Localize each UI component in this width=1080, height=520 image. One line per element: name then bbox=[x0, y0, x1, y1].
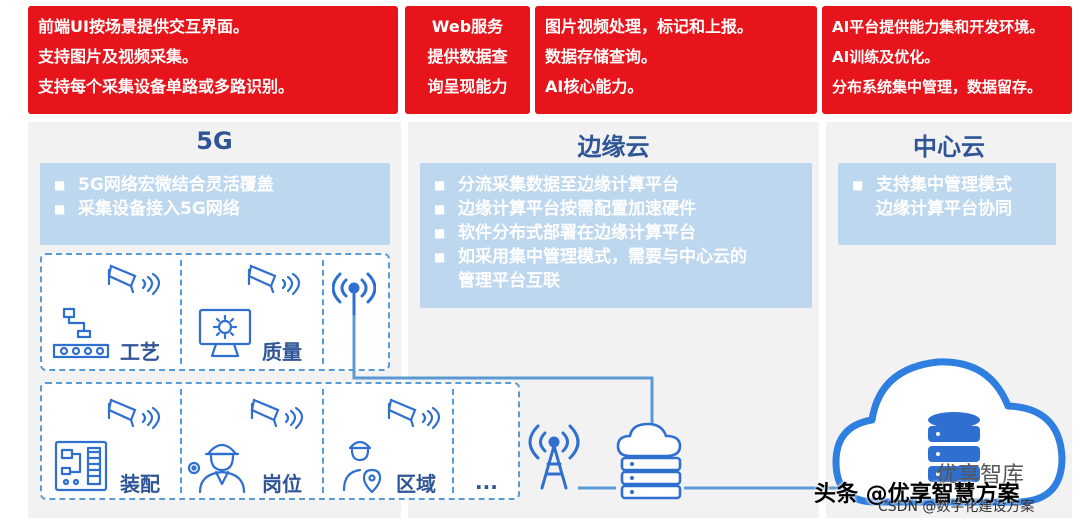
bullet-text: 分流采集数据至边缘计算平台 bbox=[458, 175, 679, 195]
camera-icon bbox=[107, 264, 161, 296]
camera-icon bbox=[247, 264, 301, 296]
top-box-web-line: 提供数据查 bbox=[427, 47, 508, 66]
panel-center-title: 中心云 bbox=[913, 133, 985, 161]
scene-label-craft: 工艺 bbox=[120, 340, 160, 364]
bullet-item: ■软件分布式部署在边缘计算平台 bbox=[434, 223, 696, 243]
scene-divider bbox=[180, 389, 182, 493]
panel-edge-title: 边缘云 bbox=[577, 133, 650, 161]
bullet-item: 管理平台互联 bbox=[434, 269, 798, 293]
bullet-item: ■采集设备接入5G网络 bbox=[54, 199, 240, 219]
top-box-edge: 图片视频处理，标记和上报。 数据存储查询。 AI核心能力。 bbox=[535, 6, 817, 114]
bullet-text: 如采用集中管理模式，需要与中心云的 bbox=[458, 247, 747, 267]
bullet-item: ■分流采集数据至边缘计算平台 bbox=[434, 175, 679, 195]
bullet-text: 管理平台互联 bbox=[458, 271, 560, 291]
antenna-icon bbox=[332, 272, 376, 316]
top-box-frontend-line: 支持图片及视频采集。 bbox=[38, 47, 199, 66]
scene-group-bottom bbox=[40, 382, 520, 500]
camera-icon bbox=[107, 398, 161, 430]
watermark-brand: 优享智库 bbox=[936, 463, 1025, 488]
cell-tower-icon bbox=[528, 424, 580, 490]
top-box-edge-line: 图片视频处理，标记和上报。 bbox=[545, 17, 754, 36]
bullet-item: 边缘计算平台协同 bbox=[852, 197, 1042, 221]
top-box-edge-line: AI核心能力。 bbox=[545, 77, 644, 96]
scene-divider bbox=[452, 389, 454, 493]
top-box-edge-line: 数据存储查询。 bbox=[545, 47, 658, 66]
top-box-center: AI平台提供能力集和开发环境。 AI训练及优化。 分布系统集中管理，数据留存。 bbox=[822, 6, 1072, 114]
monitor-gear-icon bbox=[198, 308, 252, 358]
scene-label-more: ... bbox=[475, 470, 498, 494]
edge-server-icon bbox=[616, 422, 682, 500]
bullet-text: 边缘计算平台按需配置加速硬件 bbox=[458, 199, 696, 219]
watermark-toutiao: 头条 @优享智慧方案 bbox=[814, 482, 1020, 507]
top-box-web-line: Web服务 bbox=[431, 17, 504, 36]
scene-divider bbox=[180, 260, 182, 364]
scene-divider bbox=[322, 389, 324, 493]
top-box-center-line: AI训练及优化。 bbox=[832, 48, 940, 66]
top-box-frontend-line: 前端UI按场景提供交互界面。 bbox=[38, 17, 249, 36]
center-cloud-database-icon bbox=[832, 358, 1066, 506]
bullet-text: 5G网络宏微结合灵活覆盖 bbox=[78, 175, 274, 195]
bullet-text: 采集设备接入5G网络 bbox=[78, 199, 240, 219]
top-box-web-service: Web服务 提供数据查 询呈现能力 bbox=[405, 6, 530, 114]
top-box-frontend-line: 支持每个采集设备单路或多路识别。 bbox=[38, 77, 295, 96]
bullet-item: ■支持集中管理模式 bbox=[852, 175, 1012, 195]
bullet-item: ■如采用集中管理模式，需要与中心云的 bbox=[434, 247, 747, 267]
camera-icon bbox=[250, 398, 304, 430]
worker-icon bbox=[187, 443, 246, 494]
scene-divider bbox=[322, 260, 324, 364]
bullets-5g: ■5G网络宏微结合灵活覆盖 ■采集设备接入5G网络 bbox=[40, 163, 390, 245]
top-box-web-line: 询呈现能力 bbox=[427, 77, 508, 96]
panel-5g-title: 5G bbox=[196, 127, 233, 155]
scene-label-area: 区域 bbox=[396, 472, 436, 496]
scene-label-post: 岗位 bbox=[262, 472, 302, 496]
bullet-text: 边缘计算平台协同 bbox=[876, 199, 1012, 219]
top-box-center-line: 分布系统集中管理，数据留存。 bbox=[832, 78, 1043, 96]
bullets-center: ■支持集中管理模式 边缘计算平台协同 bbox=[838, 163, 1056, 245]
bullet-item: ■5G网络宏微结合灵活覆盖 bbox=[54, 175, 274, 195]
scene-label-assembly: 装配 bbox=[120, 472, 160, 496]
scene-group-top bbox=[40, 253, 390, 371]
location-person-icon bbox=[342, 440, 382, 494]
bullet-item: ■边缘计算平台按需配置加速硬件 bbox=[434, 199, 696, 219]
circuit-board-icon bbox=[54, 440, 108, 492]
line-antenna-to-edge bbox=[352, 310, 654, 432]
bullet-text: 支持集中管理模式 bbox=[876, 175, 1012, 195]
watermark-csdn: CSDN @数字化建设方案 bbox=[878, 499, 1035, 515]
top-box-frontend: 前端UI按场景提供交互界面。 支持图片及视频采集。 支持每个采集设备单路或多路识… bbox=[28, 6, 398, 114]
bullets-edge: ■分流采集数据至边缘计算平台 ■边缘计算平台按需配置加速硬件 ■软件分布式部署在… bbox=[420, 163, 812, 308]
production-line-icon bbox=[52, 307, 110, 359]
camera-icon bbox=[387, 398, 441, 430]
bullet-text: 软件分布式部署在边缘计算平台 bbox=[458, 223, 696, 243]
scene-label-quality: 质量 bbox=[262, 340, 302, 364]
top-box-center-line: AI平台提供能力集和开发环境。 bbox=[832, 18, 1045, 36]
